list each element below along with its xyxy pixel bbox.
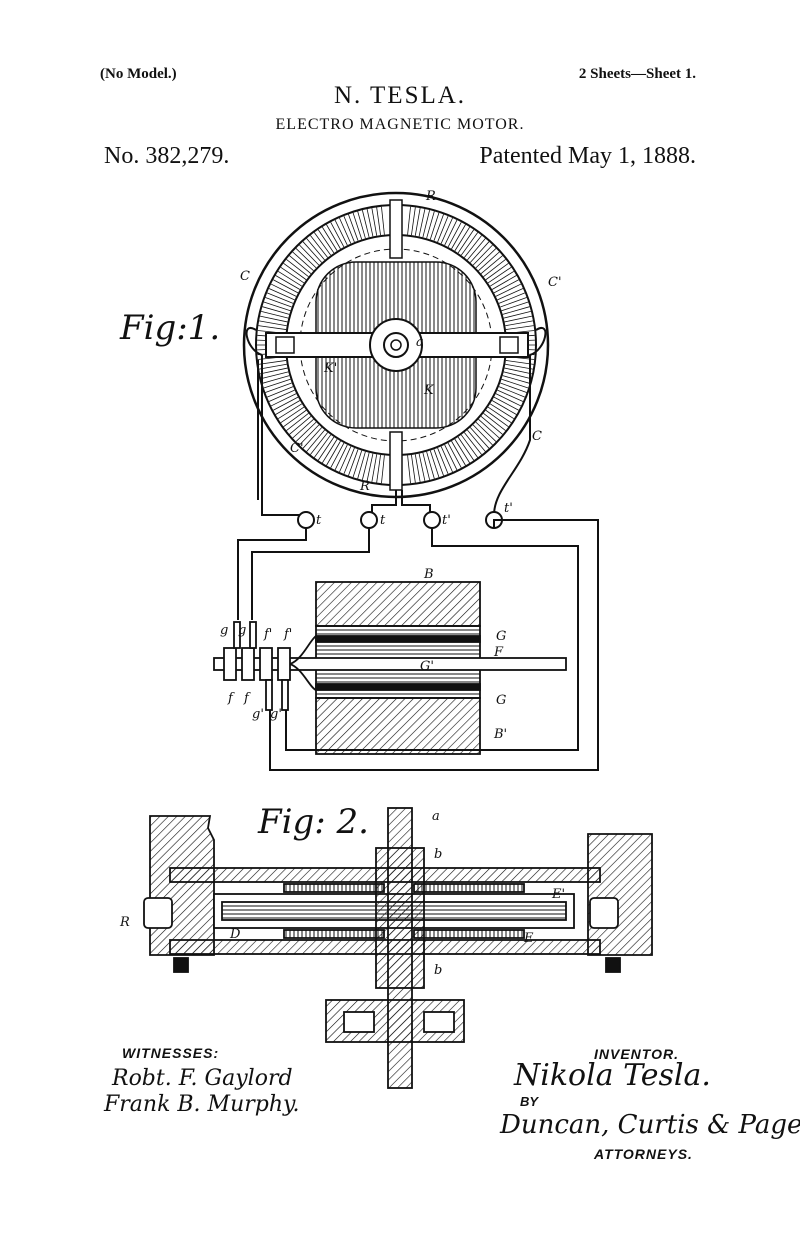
patent-title: ELECTRO MAGNETIC MOTOR. [275,116,525,133]
collector-ring-2 [241,647,255,681]
label-f-1: f [227,691,235,706]
fig1-wiring [237,355,599,771]
frame-right [587,833,653,956]
fig2-section [143,807,653,1089]
label-G-bottom: G [496,693,506,708]
label-g-2: g [238,623,246,638]
bearing-left [275,336,295,354]
coil-G-top [315,635,481,643]
label-a-hub: a [416,335,424,350]
sheet-count: 2 Sheets—Sheet 1. [578,66,696,82]
label-a-shaft: a [432,809,440,824]
terminal-t2 [360,511,378,529]
terminal-t1 [297,511,315,529]
label-t-prime-2: t' [504,501,513,516]
witness-2-signature: Frank B. Murphy. [104,1092,300,1117]
fig1-generator [213,581,567,755]
fig1-motor [242,191,550,499]
bolt-right [605,957,621,973]
label-R-clamp: R [119,915,130,930]
inventor-signature: Nikola Tesla. [514,1058,711,1093]
by-label: BY [520,1094,539,1109]
patent-date: Patented May 1, 1888. [479,143,696,169]
label-C-prime-right: C' [548,275,562,290]
model-note: (No Model.) [100,66,177,82]
label-E-prime: E' [551,887,565,902]
coil-G-bottom [315,683,481,691]
shaft-end [383,332,409,358]
label-f-2: f [243,691,251,706]
inventor-heading: INVENTOR. [594,1046,679,1062]
generator-shaft [213,657,567,671]
collector-ring-1 [223,647,237,681]
attorneys-heading: ATTORNEYS. [594,1146,693,1162]
frame-left [149,815,215,956]
label-b-top: b [434,847,442,862]
label-g-prime-2: g' [270,707,282,722]
label-B-prime: B' [493,727,507,742]
label-B: B [423,567,434,582]
label-C-prime-left: C' [290,441,304,456]
clamp-right [589,897,619,929]
label-G-top: G [496,629,506,644]
label-F: F [493,645,504,660]
winding-E-right [413,929,525,939]
patent-number: No. 382,279. [104,143,230,169]
bolt-left [173,957,189,973]
label-D: D [229,927,241,942]
field-magnet-B-prime [315,697,481,755]
label-R-top: R [425,189,436,204]
field-magnet-B [315,581,481,627]
witnesses-heading: WITNESSES: [122,1045,220,1061]
label-R-bottom: R [359,479,370,494]
inventor-name: N. TESLA. [333,82,467,109]
gap-bottom [389,431,403,491]
label-f-prime-2: f' [283,627,292,642]
figure-1-title: Fig:1. [120,308,221,348]
label-C-left: C [240,269,250,284]
terminal-t-prime-1 [423,511,441,529]
bearing-right [499,336,519,354]
winding-E-left [283,929,385,939]
label-g-1: g [220,623,228,638]
clamp-R-left [143,897,173,929]
label-f-prime-1: f' [263,627,272,642]
label-E: E [523,931,534,946]
label-b-bottom: b [434,963,442,978]
witness-1-signature: Robt. F. Gaylord [112,1066,293,1091]
label-t-2: t [380,513,386,528]
gap-top [389,199,403,259]
winding-E-prime-left [283,883,385,893]
label-t-1: t [316,513,322,528]
label-C-right: C [532,429,542,444]
winding-E-prime-right [413,883,525,893]
attorneys-signature: Duncan, Curtis & Page. [500,1110,800,1140]
hub [369,318,423,372]
collector-ring-4 [277,647,291,681]
label-G-prime: G' [420,659,434,674]
label-K: K [423,383,435,398]
label-g-prime-1: g' [252,707,264,722]
main-shaft-a [387,807,413,1089]
figure-2-title: Fig: 2. [258,802,369,842]
label-t-prime-1: t' [442,513,451,528]
label-K-prime: K' [323,361,337,376]
collector-ring-3 [259,647,273,681]
